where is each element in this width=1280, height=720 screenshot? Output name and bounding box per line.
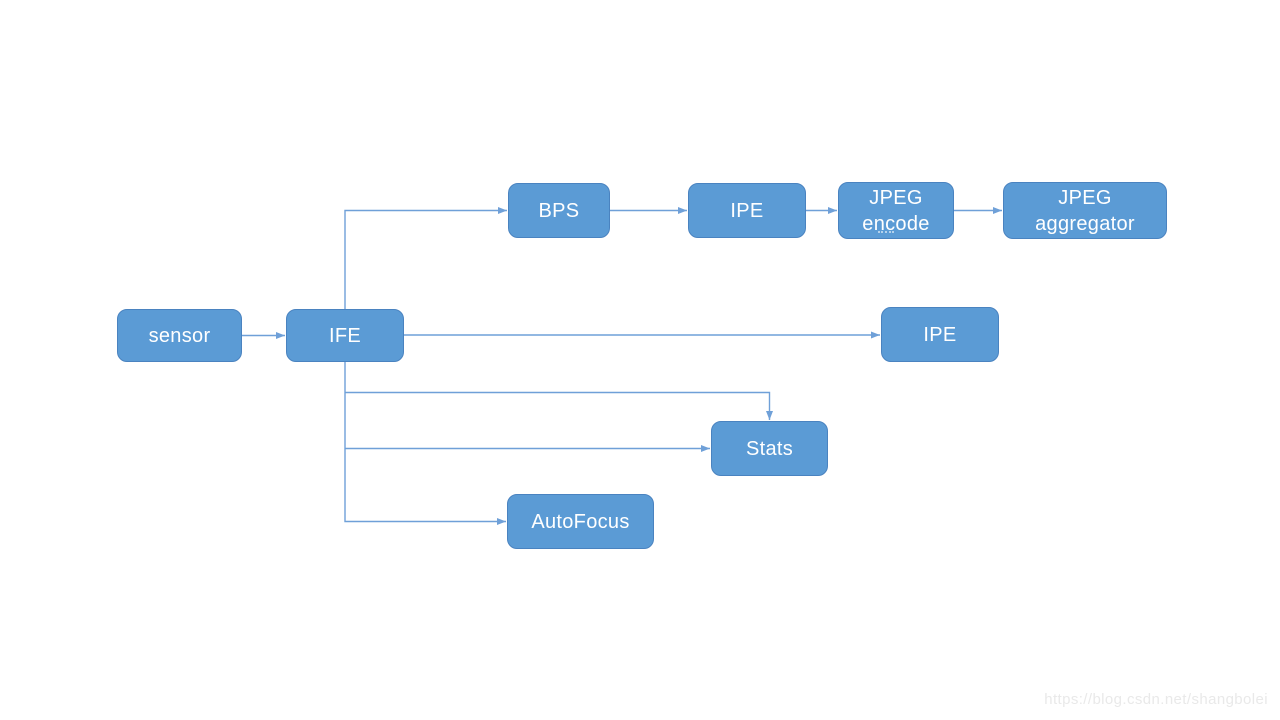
node-autofocus-label: AutoFocus [531,510,630,533]
node-bps-label: BPS [538,199,580,222]
node-sensor-label: sensor [148,324,211,347]
node-jpeg-aggregator-label-line1: JPEG [1058,186,1112,209]
node-stats: Stats [711,421,828,476]
node-ife-label: IFE [328,324,361,347]
node-stats-label: Stats [745,437,794,460]
node-jpeg-aggregator-label-line2: aggregator [1035,212,1135,235]
edge-ife-stats-top [345,391,773,420]
watermark-url: https://blog.csdn.net/shangbolei [1044,691,1268,708]
node-bps: BPS [508,183,610,238]
node-ife: IFE [286,309,404,362]
node-jpeg-encode-label-line2: encode [862,212,930,235]
spellcheck-underline [878,231,894,233]
edge-ife-bps [344,207,507,309]
node-autofocus: AutoFocus [507,494,654,549]
node-jpeg-encode: JPEG encode [838,182,954,239]
node-ipe-top-label: IPE [730,199,764,222]
node-ipe-right-label: IPE [923,323,957,346]
node-sensor: sensor [117,309,242,362]
node-ipe-top: IPE [688,183,806,238]
node-ipe-right: IPE [881,307,999,362]
edge-ife-autofocus [344,362,506,525]
node-jpeg-aggregator: JPEG aggregator [1003,182,1167,239]
node-jpeg-encode-label-line1: JPEG [869,186,923,209]
